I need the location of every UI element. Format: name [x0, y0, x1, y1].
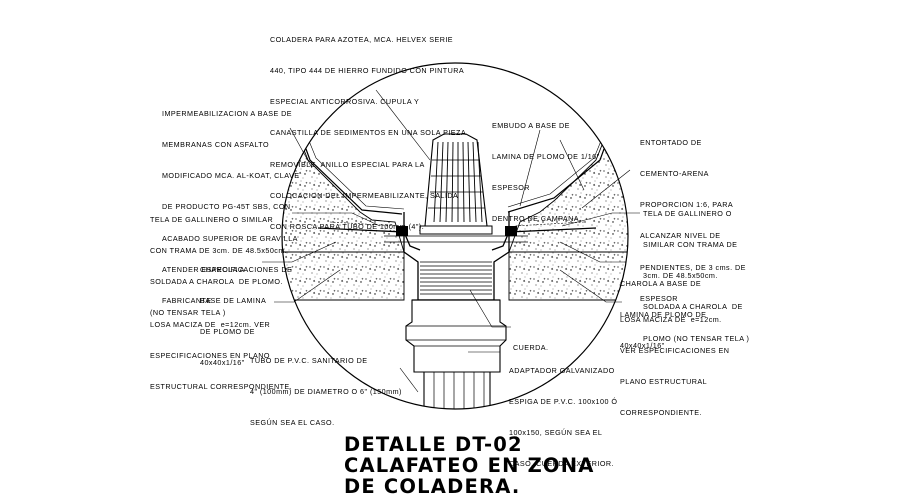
coladera-note: COLADERA PARA AZOTEA, MCA. HELVEX SERIE …: [270, 14, 466, 253]
entortado-note: ENTORTADO DE CEMENTO-ARENA PROPORCION 1:…: [640, 117, 746, 325]
losa-left-line: ESPECIFICACIONES EN PLANO: [150, 351, 270, 361]
tela-left-line: (NO TENSAR TELA ): [150, 308, 226, 318]
impermeabilizacion-line: ATENDER ESPECIFICACIONES DE: [162, 264, 293, 274]
losa-right-line: VER ESPECIFICACIONES EN: [620, 346, 730, 356]
losa-left-line: LOSA MACIZA DE e=12cm. VER: [150, 319, 271, 329]
impermeabilizacion-line: MODIFICADO MCA. AL-KOAT, CLAVE: [162, 171, 300, 181]
tela-left-line: TELA DE GALLINERO O SIMILAR: [150, 214, 274, 224]
coladera-line: REMOVIBLE, ANILLO ESPECIAL PARA LA: [270, 159, 425, 169]
charola-right-line: CHAROLA A BASE DE: [620, 278, 702, 288]
entortado-line: ALCANZAR NIVEL DE: [640, 231, 721, 241]
charola-left-line: DE PLOMO DE: [200, 327, 255, 337]
pvc-pipe: [423, 372, 491, 409]
coladera-line: ESPECIAL ANTICORROSIVA. CUPULA Y: [270, 97, 420, 107]
cuerda-line: CUERDA.: [513, 342, 549, 352]
tela-left-line: CON TRAMA DE 3cm. DE 48.5x50cm.: [150, 246, 288, 256]
embudo-note: EMBUDO A BASE DE LAMINA DE PLOMO DE 1/16…: [492, 100, 600, 246]
entortado-line: PROPORCION 1:6, PARA: [640, 200, 734, 210]
detail-title-line-2: CALAFATEO EN ZONA: [344, 454, 595, 477]
pvc-adapter: [405, 299, 507, 373]
losa-right-line: LOSA MACIZA DE e=12cm.: [620, 314, 722, 324]
tela-right-line: SIMILAR CON TRAMA DE: [643, 240, 738, 250]
losa-right-line: PLANO ESTRUCTURAL: [620, 377, 708, 387]
coladera-line: COLADERA PARA AZOTEA, MCA. HELVEX SERIE: [270, 34, 454, 44]
coladera-line: CANASTILLA DE SEDIMENTOS EN UNA SOLA PIE…: [270, 128, 467, 138]
entortado-right: [508, 139, 628, 253]
tela-right-line: 3cm. DE 48.5x50cm.: [643, 271, 718, 281]
charola-right-note: CHAROLA A BASE DE LAMINA DE PLOMO DE 40x…: [620, 258, 706, 372]
losa-left-line: ESTRUCTURAL CORRESPONDIENTE.: [150, 382, 293, 392]
tubo-line: 4" (100mm) DE DIAMETRO O 6" (150mm): [250, 387, 402, 397]
detail-title-line-3: DE COLADERA.: [344, 475, 521, 498]
entortado-line: ENTORTADO DE: [640, 137, 702, 147]
dome-slots: [428, 141, 485, 223]
tubo-note: TUBO DE P.V.C. SANITARIO DE 4" (100mm) D…: [250, 335, 402, 449]
coladera-line: 440, TIPO 444 DE HIERRO FUNDIDO CON PINT…: [270, 66, 465, 76]
adaptador-note: ADAPTADOR GALVANIZADO ESPIGA DE P.V.C. 1…: [509, 345, 617, 491]
entortado-line: CEMENTO-ARENA: [640, 169, 709, 179]
detail-title-line-1: DETALLE DT-02: [344, 433, 523, 456]
embudo-line: EMBUDO A BASE DE: [492, 120, 570, 130]
embudo-line: ESPESOR: [492, 183, 530, 193]
charola-right-line: LAMINA DE PLOMO DE: [620, 310, 707, 320]
impermeabilizacion-line: DE PRODUCTO PG-45T SBS, CON: [162, 202, 291, 212]
adaptador-line: ESPIGA DE P.V.C. 100x100 Ó: [509, 397, 618, 407]
leader-lines: [262, 89, 640, 393]
charola-right-line: 40x40x1/16": [620, 341, 665, 351]
entortado-line: ESPESOR: [640, 293, 678, 303]
adaptador-line: CASO. CUERDA EXTERIOR.: [509, 459, 614, 469]
tela-left-line: SOLDADA A CHAROLA DE PLOMO.: [150, 277, 283, 287]
tela-right-note: TELA DE GALLINERO O SIMILAR CON TRAMA DE…: [643, 188, 749, 365]
coladera-line: CON ROSCA PARA TUBO DE 100mm (4").: [270, 222, 425, 232]
losa-left-note: LOSA MACIZA DE e=12cm. VER ESPECIFICACIO…: [150, 299, 292, 413]
cuerda-note: CUERDA.: [513, 322, 549, 374]
charola-left-line: BASE DE LAMINA: [200, 296, 267, 306]
charola-left-line: 40x40x1/16": [200, 358, 245, 368]
adaptador-line: 100x150, SEGÚN SEA EL: [509, 428, 603, 438]
tela-right-line: TELA DE GALLINERO O: [643, 208, 732, 218]
embudo-line: LAMINA DE PLOMO DE 1/16": [492, 152, 600, 162]
thread-rings: [420, 261, 492, 295]
tubo-line: SEGÚN SEA EL CASO.: [250, 418, 335, 428]
entortado-line: PENDIENTES, DE 3 cms. DE: [640, 262, 746, 272]
impermeabilizacion-line: MEMBRANAS CON ASFALTO: [162, 140, 270, 150]
impermeabilizacion-line: IMPERMEABILIZACION A BASE DE: [162, 108, 293, 118]
impermeabilizacion-line: FABRICANTE: [162, 296, 212, 306]
impermeabilizacion-note: IMPERMEABILIZACION A BASE DE MEMBRANAS C…: [162, 88, 299, 327]
losa-right-note: LOSA MACIZA DE e=12cm. VER ESPECIFICACIO…: [620, 294, 729, 440]
coladera-line: COLOCACION DEL IMPERMEABILIZANTE, SALIDA: [270, 190, 459, 200]
tela-right-line: PLOMO (NO TENSAR TELA ): [643, 333, 750, 343]
embudo-line: DENTRO DE CAMPANA.: [492, 214, 582, 224]
impermeabilizacion-line: ACABADO SUPERIOR DE GRAVILLA: [162, 233, 298, 243]
tela-left-note: TELA DE GALLINERO O SIMILAR CON TRAMA DE…: [150, 194, 287, 340]
tubo-line: TUBO DE P.V.C. SANITARIO DE: [250, 355, 368, 365]
losa-right-line: CORRESPONDIENTE.: [620, 408, 702, 418]
charola-left-line: CHAROLA A: [200, 264, 245, 274]
tela-right-line: SOLDADA A CHAROLA DE: [643, 302, 743, 312]
adaptador-line: ADAPTADOR GALVANIZADO: [509, 365, 615, 375]
charola-left-note: CHAROLA A BASE DE LAMINA DE PLOMO DE 40x…: [200, 244, 266, 390]
